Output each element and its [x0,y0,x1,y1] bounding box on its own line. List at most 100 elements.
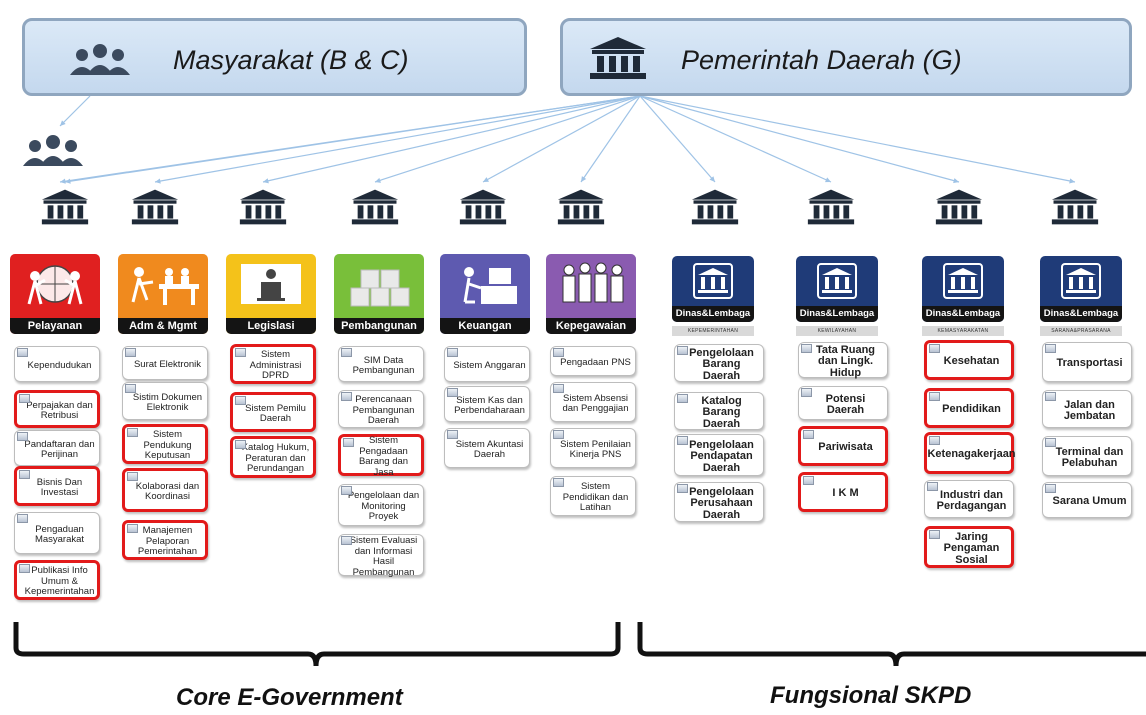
desk-worker-icon [463,267,517,304]
service-item[interactable]: Kependudukan [14,346,100,382]
service-item[interactable]: Sistem Anggaran [444,346,530,382]
service-item[interactable]: Kesehatan [924,340,1014,380]
service-item[interactable]: Pengelolaan Barang Daerah [674,344,764,382]
service-item[interactable]: Publikasi Info Umum & Kepemerintahan [14,560,100,600]
item-label: Perpajakan dan Retribusi [26,399,93,421]
item-label: Sarana Umum [1052,495,1127,508]
service-item[interactable]: Pendidikan [924,388,1014,428]
service-item[interactable]: Katalog Barang Daerah [674,392,764,430]
service-item[interactable]: Sistem Evaluasi dan Informasi Hasil Pemb… [338,534,424,577]
service-item[interactable]: Sistem Pengadaan Barang dan Jasa [338,434,424,478]
category-sublabel: SARANA&PRASARANA [1040,326,1122,336]
service-item[interactable]: Pengelolaan Perusahaan Daerah [674,482,764,522]
item-label: Pengaduan Masyarakat [34,523,85,545]
connector-arrowhead [953,178,959,184]
connector-arrow [639,95,1076,183]
government-building-icon [350,188,400,231]
service-item[interactable]: Sistem Penilaian Kinerja PNS [550,428,636,468]
service-item[interactable]: Pariwisata [798,426,888,466]
office-workers-icon [131,267,199,305]
service-item[interactable]: Potensi Daerah [798,386,888,420]
service-item[interactable]: Sistem Absensi dan Penggajian [550,382,636,422]
service-item[interactable]: Sistem Akuntasi Daerah [444,428,530,468]
connector-arrowhead [709,176,715,182]
item-label: Pengelolaan Pendapatan Daerah [689,438,754,474]
app-label: Dinas&Lembaga [672,306,754,322]
service-item[interactable]: I K M [798,472,888,512]
document-icon [235,348,246,357]
app-label: Legislasi [226,318,316,334]
service-item[interactable]: Transportasi [1042,342,1132,382]
service-item[interactable]: Sistem Pendidikan dan Latihan [550,476,636,516]
service-item[interactable]: Terminal dan Pelabuhan [1042,436,1132,476]
service-item[interactable]: Industri dan Perdagangan [924,480,1014,518]
dinas-lembaga-icon[interactable]: Dinas&Lembaga [1040,256,1122,322]
item-label: Sistem Anggaran [453,359,526,371]
app-label: Pelayanan [10,318,100,334]
item-label: Kolaborasi dan Koordinasi [135,480,200,502]
app-icon-keuangan[interactable]: Keuangan [440,254,530,334]
service-item[interactable]: Katalog Hukum, Peraturan dan Perundangan [230,436,316,478]
service-item[interactable]: Pandaftaran dan Perijinan [14,430,100,466]
service-item[interactable]: Manajemen Pelaporan Pemerintahan [122,520,208,560]
item-label: Publikasi Info Umum & Kepemerintahan [24,565,95,598]
app-label: Kepegawaian [546,318,636,334]
app-icon-pembangunan[interactable]: Pembangunan [334,254,424,334]
service-item[interactable]: Jalan dan Jembatan [1042,390,1132,428]
item-label: Katalog Hukum, Peraturan dan Perundangan [241,442,310,475]
app-label: Dinas&Lembaga [922,306,1004,322]
institution-building-icon [817,263,857,299]
service-item[interactable]: Sistem Pemilu Daerah [230,392,316,432]
service-item[interactable]: Sistem Pendukung Keputusan [122,424,208,464]
connector-arrowhead [1069,178,1075,184]
service-item[interactable]: SIM Data Pembangunan [338,346,424,382]
service-item[interactable]: Bisnis Dan Investasi [14,466,100,506]
service-item[interactable]: Pengaduan Masyarakat [14,512,100,554]
connector-arrowhead [60,178,66,184]
app-icon-adm-mgmt[interactable]: Adm & Mgmt [118,254,208,334]
service-item[interactable]: Perpajakan dan Retribusi [14,390,100,428]
connector-arrow [482,95,641,183]
service-item[interactable]: Pengelolaan Pendapatan Daerah [674,434,764,476]
service-item[interactable]: Ketenagakerjaan [924,432,1016,474]
document-icon [929,436,940,445]
service-item[interactable]: Pengelolaan dan Monitoring Proyek [338,484,424,526]
item-label: Sistim Dokumen Elektronik [132,391,203,413]
document-icon [1045,484,1056,493]
item-label: Sistem Pengadaan Barang dan Jasa [358,435,409,478]
government-building-icon [556,188,606,231]
item-label: SIM Data Pembangunan [352,354,415,376]
document-icon [553,430,564,439]
service-item[interactable]: Kolaborasi dan Koordinasi [122,468,208,512]
service-item[interactable]: Tata Ruang dan Lingk. Hidup [798,342,888,378]
dinas-lembaga-icon[interactable]: Dinas&Lembaga [796,256,878,322]
item-label: Pandaftaran dan Perijinan [24,438,95,460]
item-label: Ketenagakerjaan [927,448,1016,461]
government-building-icon [40,188,90,231]
service-item[interactable]: Sistim Dokumen Elektronik [122,382,208,420]
service-item[interactable]: Pengadaan PNS [550,346,636,376]
app-icon-legislasi[interactable]: Legislasi [226,254,316,334]
dinas-lembaga-icon[interactable]: Dinas&Lembaga [922,256,1004,322]
app-icon-kepegawaian[interactable]: Kepegawaian [546,254,636,334]
government-building-icon [590,37,646,79]
service-item[interactable]: Perencanaan Pembangunan Daerah [338,390,424,428]
document-icon [1045,344,1056,353]
app-icon-pelayanan[interactable]: Pelayanan [10,254,100,334]
service-item[interactable]: Sistem Kas dan Perbendaharaan [444,386,530,422]
item-label: Jaring Pengaman Sosial [943,530,1000,566]
document-icon [127,428,138,437]
dinas-lembaga-icon[interactable]: Dinas&Lembaga [672,256,754,322]
connector-arrowhead [825,177,831,183]
skpd-title: Fungsional SKPD [770,682,972,709]
masyarakat-title: Masyarakat (B & C) [173,45,409,75]
service-item[interactable]: Jaring Pengaman Sosial [924,526,1014,568]
category-sublabel: KEPEMERINTAHAN [672,326,754,336]
pemerintah-header: Pemerintah Daerah (G) [560,18,1132,96]
item-label: I K M [832,487,859,500]
service-item[interactable]: Surat Elektronik [122,346,208,380]
service-item[interactable]: Sistem Administrasi DPRD [230,344,316,384]
service-item[interactable]: Sarana Umum [1042,482,1132,518]
connector-arrow [639,95,960,183]
